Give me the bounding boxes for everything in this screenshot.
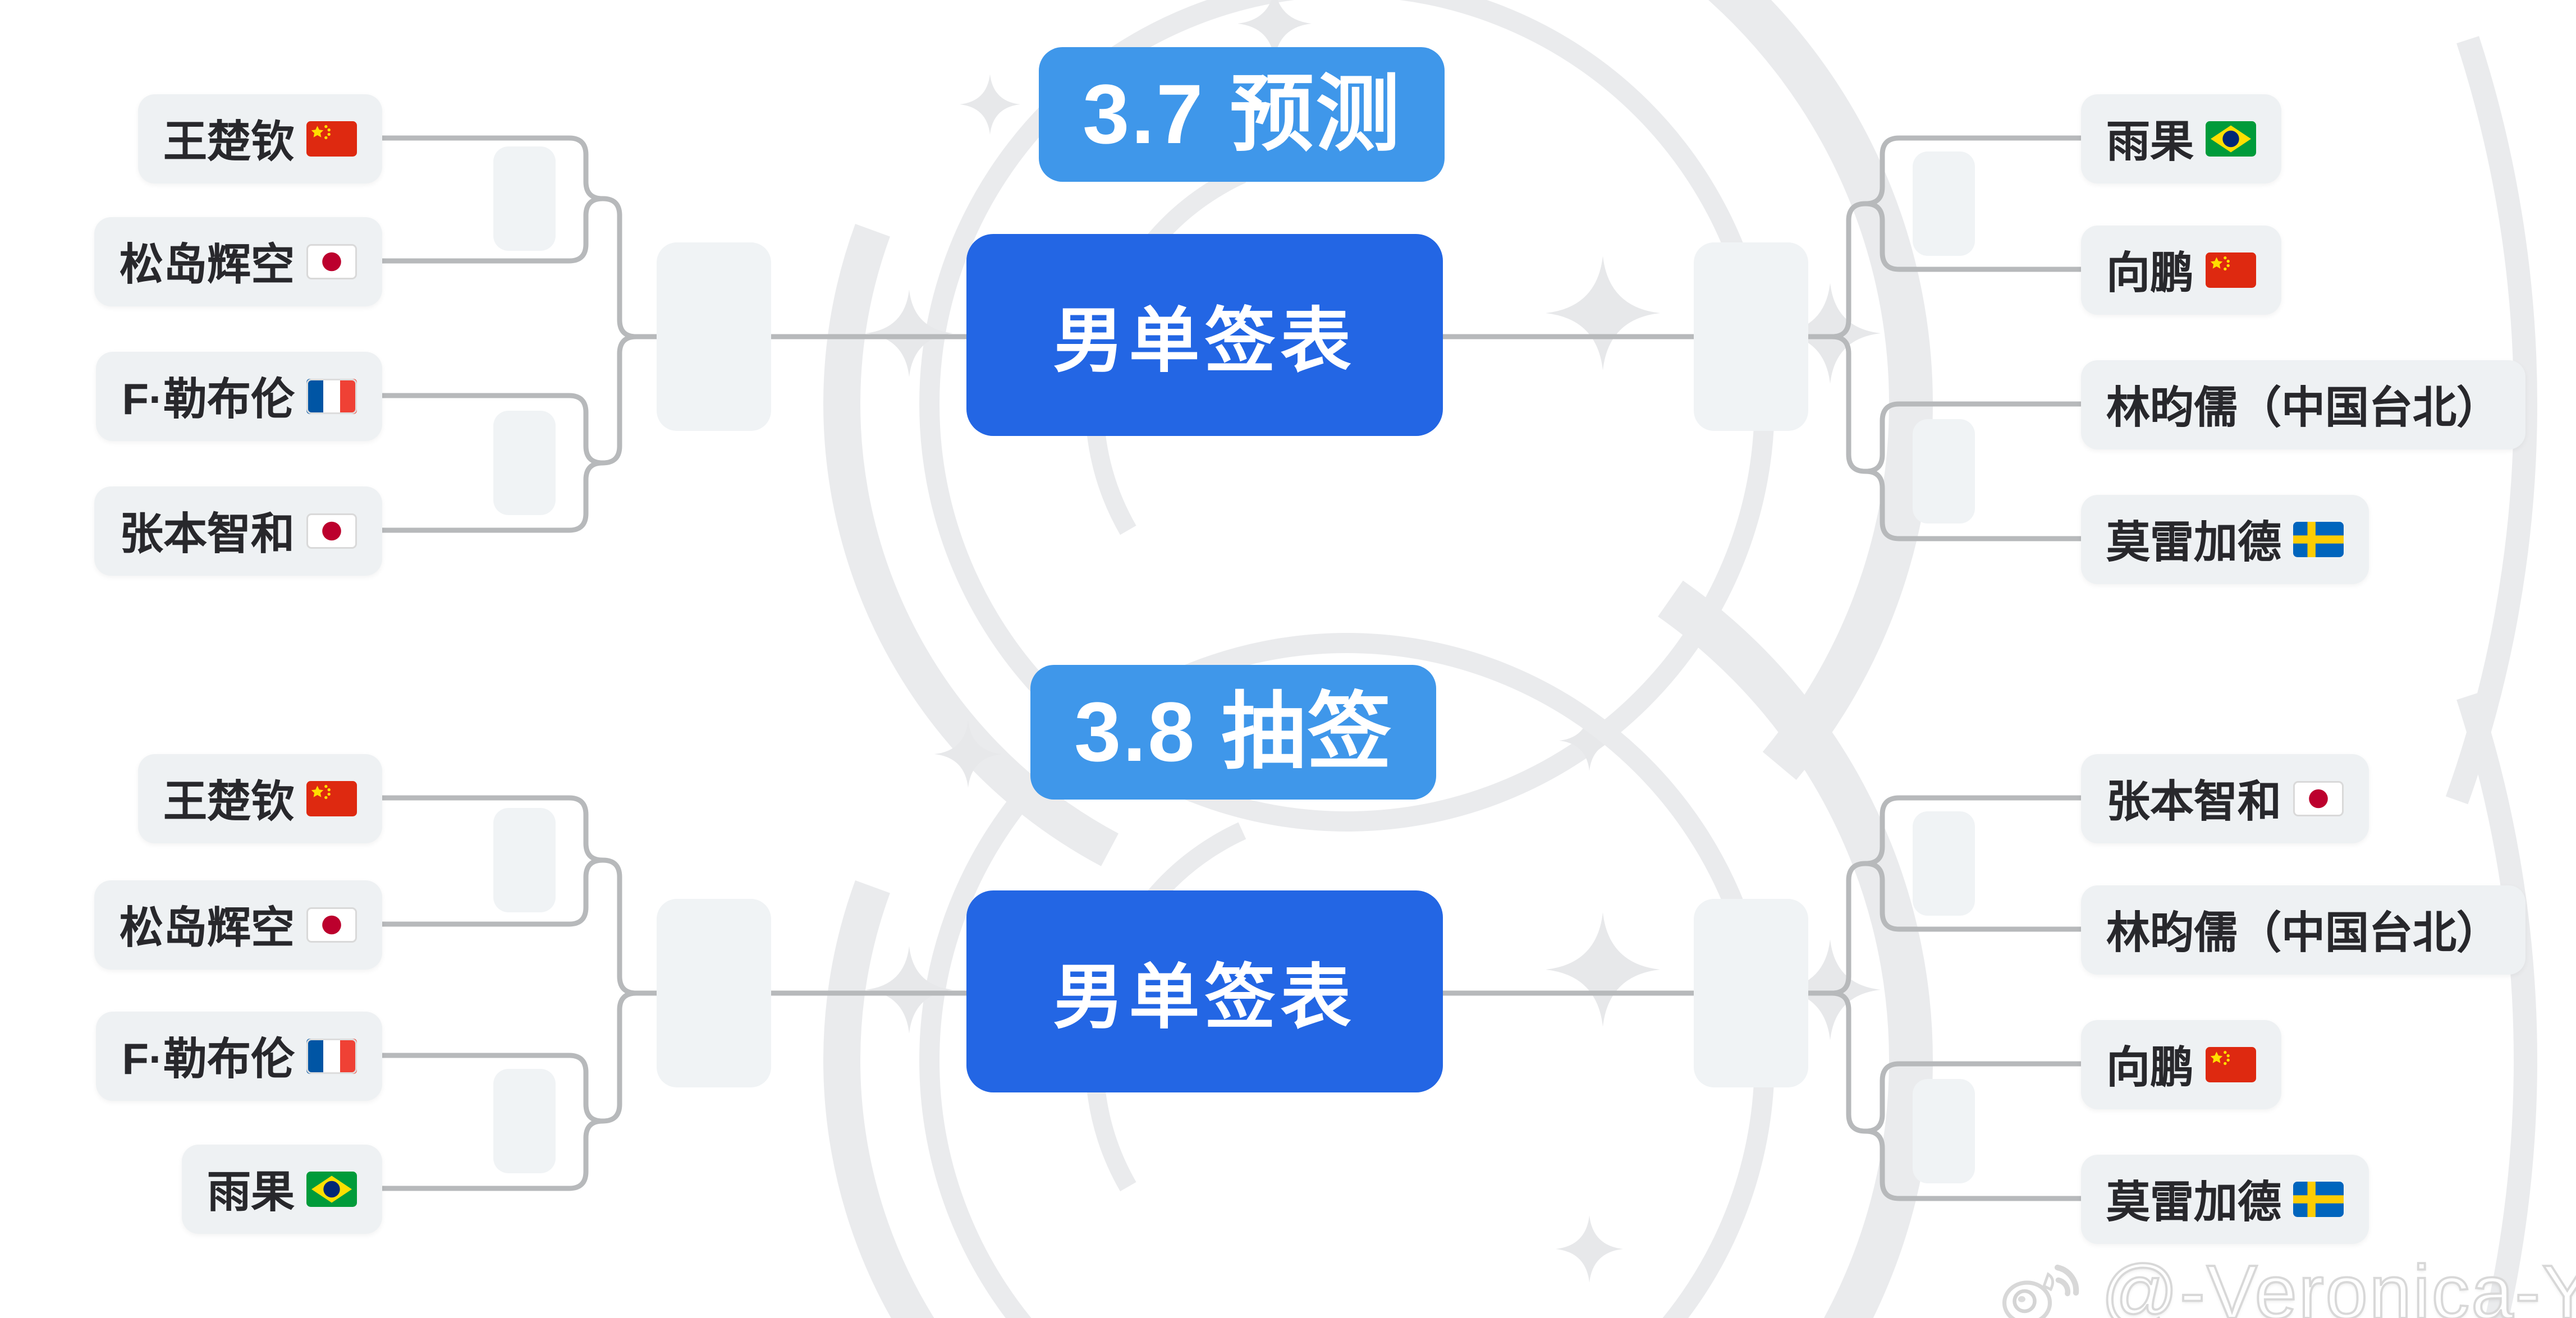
connectors-bottom-left <box>382 795 966 1191</box>
player-name: 松岛辉空 <box>119 902 295 953</box>
flag-jp-icon <box>306 907 357 943</box>
player-name: 向鹏 <box>2106 1042 2194 1092</box>
winner-placeholder-node[interactable] <box>1913 811 1975 916</box>
player-node[interactable]: 向鹏 <box>2081 1020 2282 1109</box>
player-name: 莫雷加德 <box>2106 1177 2282 1227</box>
player-node[interactable]: 王楚钦 <box>137 94 382 183</box>
flag-jp-icon <box>306 244 357 279</box>
flag-se-icon <box>2293 522 2344 557</box>
winner-placeholder-node[interactable] <box>493 808 556 912</box>
section-title-actual-draw[interactable]: 3.8 抽签 <box>1030 665 1437 800</box>
flag-br-icon <box>306 1172 357 1207</box>
flag-jp-icon <box>2293 781 2344 816</box>
player-node[interactable]: 莫雷加德 <box>2081 495 2369 584</box>
center-node-draw-top[interactable]: 男单签表 <box>966 234 1443 436</box>
connectors-top-left <box>382 135 966 533</box>
player-name: 雨果 <box>2106 116 2194 167</box>
flag-cn-icon <box>306 781 357 816</box>
player-name: 王楚钦 <box>163 116 295 167</box>
player-name: 林昀儒（中国台北） <box>2106 907 2501 958</box>
player-node[interactable]: 王楚钦 <box>137 754 382 843</box>
connectors-bottom-right <box>1443 795 2081 1201</box>
flag-se-icon <box>2293 1182 2344 1217</box>
semifinal-placeholder-node[interactable] <box>657 899 771 1087</box>
winner-placeholder-node[interactable] <box>1913 151 1975 256</box>
semifinal-placeholder-node[interactable] <box>1694 899 1808 1087</box>
player-node[interactable]: 雨果 <box>181 1145 382 1234</box>
player-name: 林昀儒（中国台北） <box>2106 382 2501 433</box>
player-name: 向鹏 <box>2106 247 2194 298</box>
player-name: 张本智和 <box>119 508 295 559</box>
player-node[interactable]: 松岛辉空 <box>94 217 382 306</box>
winner-placeholder-node[interactable] <box>493 146 556 251</box>
player-name: F·勒布伦 <box>122 1034 295 1084</box>
weibo-icon <box>2000 1257 2088 1318</box>
player-node[interactable]: 松岛辉空 <box>94 880 382 970</box>
player-name: 雨果 <box>207 1167 295 1217</box>
center-node-draw-bottom[interactable]: 男单签表 <box>966 890 1443 1092</box>
winner-placeholder-node[interactable] <box>1913 1079 1975 1183</box>
player-name: 松岛辉空 <box>119 239 295 290</box>
connectors-top-right <box>1443 135 2081 541</box>
section-title-prediction[interactable]: 3.7 预测 <box>1039 47 1446 182</box>
flag-br-icon <box>2206 121 2257 157</box>
player-name: 莫雷加德 <box>2106 517 2282 567</box>
winner-placeholder-node[interactable] <box>493 1069 556 1173</box>
watermark-text: @-Veronica-Y <box>2100 1248 2576 1318</box>
player-node[interactable]: 向鹏 <box>2081 226 2282 315</box>
player-node[interactable]: F·勒布伦 <box>97 352 382 441</box>
player-name: 王楚钦 <box>163 776 295 826</box>
flag-fr-icon <box>306 379 357 414</box>
player-node[interactable]: 张本智和 <box>2081 754 2369 843</box>
player-name: F·勒布伦 <box>122 374 295 424</box>
player-node[interactable]: 莫雷加德 <box>2081 1155 2369 1244</box>
player-node[interactable]: 林昀儒（中国台北） <box>2081 360 2526 449</box>
player-node[interactable]: 雨果 <box>2081 94 2282 183</box>
flag-fr-icon <box>306 1039 357 1074</box>
semifinal-placeholder-node[interactable] <box>1694 242 1808 431</box>
player-name: 张本智和 <box>2106 776 2282 826</box>
watermark: @-Veronica-Y <box>2000 1248 2576 1318</box>
flag-cn-icon <box>306 121 357 157</box>
flag-cn-icon <box>2206 1047 2257 1082</box>
player-node[interactable]: 林昀儒（中国台北） <box>2081 885 2526 975</box>
winner-placeholder-node[interactable] <box>493 411 556 515</box>
winner-placeholder-node[interactable] <box>1913 419 1975 523</box>
flag-jp-icon <box>306 513 357 549</box>
player-node[interactable]: 张本智和 <box>94 486 382 576</box>
semifinal-placeholder-node[interactable] <box>657 242 771 431</box>
flag-cn-icon <box>2206 252 2257 288</box>
player-node[interactable]: F·勒布伦 <box>97 1012 382 1101</box>
